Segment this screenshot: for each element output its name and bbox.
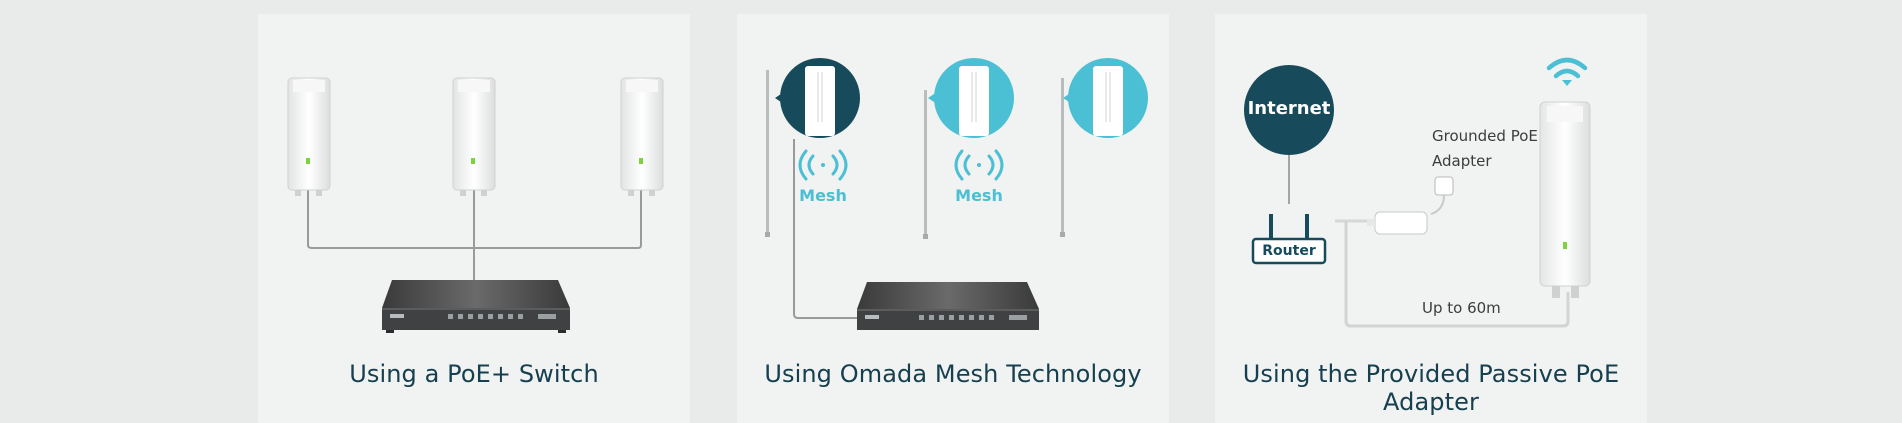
panel-caption: Using a PoE+ Switch xyxy=(349,360,599,388)
wifi-icon xyxy=(1546,57,1588,86)
mesh-label: Mesh xyxy=(955,186,1003,205)
mounting-pole xyxy=(1061,78,1064,234)
poe-switch xyxy=(857,282,1039,330)
root-access-point-bubble xyxy=(775,58,860,138)
panel-caption: Using the Provided Passive PoE Adapter xyxy=(1242,360,1620,416)
mounting-pole xyxy=(766,70,769,234)
mesh-label: Mesh xyxy=(799,186,847,205)
poe-switch-panel: Using a PoE+ Switch xyxy=(258,14,690,423)
internet-label: Internet xyxy=(1247,98,1331,119)
ethernet-cable xyxy=(1344,221,1570,328)
access-point xyxy=(620,77,664,196)
mesh-access-point-bubble xyxy=(928,58,1014,138)
ethernet-cable xyxy=(793,139,867,319)
access-point xyxy=(287,77,331,196)
mesh-diagram xyxy=(765,58,1148,330)
mesh-panel: Mesh Mesh Using Omada Mesh Technology xyxy=(737,14,1169,423)
wall-outlet xyxy=(1434,176,1454,196)
mounting-pole xyxy=(924,90,927,236)
poe-adapter-panel: Internet Router Grounded PoE Adapter Up … xyxy=(1215,14,1647,423)
poe-adapter-diagram xyxy=(1244,57,1591,328)
distance-label: Up to 60m xyxy=(1422,299,1501,317)
poe-switch-diagram xyxy=(287,77,664,333)
mesh-signal-icon xyxy=(954,149,1004,181)
mesh-signal-icon xyxy=(798,149,848,181)
mesh-access-point-bubble xyxy=(1063,58,1148,138)
adapter-label: Grounded PoE Adapter xyxy=(1432,127,1538,170)
router-label: Router xyxy=(1262,243,1316,259)
router-icon xyxy=(1251,214,1327,265)
access-point xyxy=(1539,101,1591,298)
access-point xyxy=(452,77,496,196)
poe-adapter-icon xyxy=(1367,211,1428,235)
panel-caption: Using Omada Mesh Technology xyxy=(764,360,1142,388)
internet-cloud xyxy=(1244,65,1334,155)
poe-switch xyxy=(382,280,570,333)
